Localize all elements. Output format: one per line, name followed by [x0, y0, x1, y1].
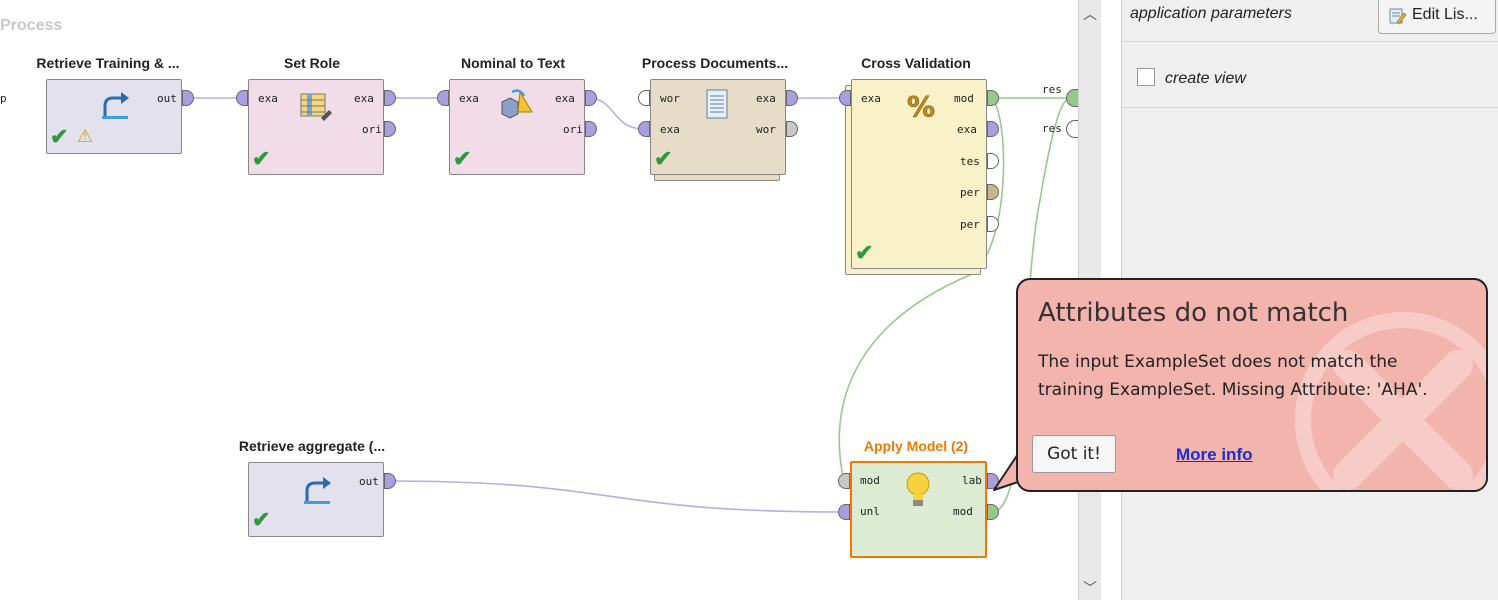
result-port-label: res	[1042, 122, 1062, 135]
nominal-to-text-in-port[interactable]	[437, 90, 449, 106]
lightbulb-icon	[906, 472, 930, 506]
set-role-exa-out-port[interactable]	[384, 90, 396, 106]
param-row-create-view: create view	[1122, 42, 1498, 108]
port-label-exa: exa	[660, 123, 680, 136]
input-port-label: p	[0, 92, 7, 105]
document-icon	[706, 89, 728, 119]
apply-model-operator[interactable]: mod unl lab mod	[850, 461, 987, 558]
apply-model-title: Apply Model (2)	[863, 438, 969, 454]
port-label-exa: exa	[861, 92, 881, 105]
nominal-to-text-ori-out-port[interactable]	[585, 121, 597, 137]
percent-icon: %	[907, 90, 936, 122]
set-role-in-port[interactable]	[236, 90, 248, 106]
port-label-ori: ori	[563, 123, 583, 136]
process-title: Process	[0, 17, 63, 34]
checkmark-icon: ✔	[252, 507, 271, 532]
port-label-mod: mod	[954, 92, 974, 105]
cross-validation-per-out-port[interactable]	[987, 184, 999, 200]
set-role-icon	[300, 93, 332, 121]
edit-list-icon	[1389, 8, 1407, 25]
checkmark-icon: ✔	[654, 146, 673, 171]
port-label-wor: wor	[660, 92, 680, 105]
nominal-to-text-title: Nominal to Text	[461, 55, 565, 71]
error-callout: Attributes do not match The input Exampl…	[1016, 278, 1488, 492]
create-view-label: create view	[1165, 70, 1246, 87]
nominal-to-text-operator[interactable]: exa exa ori ✔	[449, 79, 585, 175]
param-label-application-parameters: application parameters	[1130, 5, 1292, 22]
param-row-application-parameters: application parameters Edit Lis...	[1122, 0, 1498, 42]
process-documents-operator[interactable]: wor exa exa wor ✔	[650, 79, 786, 175]
apply-model-lab-out-port[interactable]	[987, 473, 999, 489]
cross-validation-per-out-port-2[interactable]	[987, 216, 999, 232]
result-port-2[interactable]	[1066, 120, 1078, 138]
port-label-per: per	[960, 186, 980, 199]
scroll-up-icon[interactable]: ︿	[1083, 6, 1097, 22]
retrieve-icon	[304, 477, 331, 504]
retrieve-aggregate-operator[interactable]: out ✔	[248, 462, 384, 537]
nominal-to-text-icon	[501, 89, 533, 119]
port-label-exa-out: exa	[756, 92, 776, 105]
port-label-per-2: per	[960, 218, 980, 231]
error-x-icon	[1295, 312, 1486, 490]
retrieve-aggregate-out-port[interactable]	[384, 473, 396, 489]
more-info-link[interactable]: More info	[1176, 445, 1253, 464]
nominal-to-text-exa-out-port[interactable]	[585, 90, 597, 106]
port-label-exa-out: exa	[555, 92, 575, 105]
checkmark-icon: ✔	[453, 146, 472, 171]
port-label-exa-out: exa	[354, 92, 374, 105]
port-label-exa: exa	[258, 92, 278, 105]
retrieve-training-out-port[interactable]	[182, 90, 194, 106]
callout-title: Attributes do not match	[1038, 298, 1349, 328]
set-role-ori-out-port[interactable]	[384, 121, 396, 137]
retrieve-aggregate-title: Retrieve aggregate (...	[238, 438, 386, 454]
port-label-mod: mod	[860, 474, 880, 487]
cross-validation-mod-out-port[interactable]	[987, 90, 999, 106]
port-label-exa: exa	[459, 92, 479, 105]
warning-icon: ⚠	[77, 126, 94, 146]
apply-model-mod-out-port[interactable]	[987, 504, 999, 520]
port-label-unl: unl	[860, 505, 880, 518]
cross-validation-tes-out-port[interactable]	[987, 153, 999, 169]
checkmark-icon: ✔	[855, 240, 874, 265]
port-label-exa-out: exa	[957, 123, 977, 136]
set-role-title: Set Role	[283, 55, 340, 71]
process-documents-wor-in-port[interactable]	[638, 90, 650, 106]
port-label-out: out	[359, 475, 379, 488]
apply-model-mod-in-port[interactable]	[838, 473, 850, 489]
port-label-ori: ori	[362, 123, 382, 136]
port-label-lab: lab	[962, 474, 982, 487]
port-label-wor-out: wor	[756, 123, 776, 136]
process-documents-exa-in-port[interactable]	[638, 121, 650, 137]
process-documents-wor-out-port[interactable]	[786, 121, 798, 137]
port-label-tes: tes	[960, 155, 980, 168]
apply-model-unl-in-port[interactable]	[838, 504, 850, 520]
port-label-out: out	[157, 92, 177, 105]
checkmark-icon: ✔	[252, 146, 271, 171]
result-port-label: res	[1042, 83, 1062, 96]
scroll-down-icon[interactable]: ﹀	[1083, 580, 1097, 596]
cross-validation-title: Cross Validation	[861, 55, 971, 71]
callout-message: The input ExampleSet does not match the …	[1038, 352, 1428, 400]
retrieve-training-operator[interactable]: out ✔ ⚠	[46, 79, 182, 154]
process-canvas[interactable]: Process Retrieve Training & ... p out ✔ …	[0, 0, 1078, 600]
process-documents-exa-out-port[interactable]	[786, 90, 798, 106]
result-port-1[interactable]	[1066, 89, 1078, 107]
port-label-mod-out: mod	[953, 505, 973, 518]
retrieve-icon	[102, 92, 129, 119]
set-role-operator[interactable]: exa exa ori ✔	[248, 79, 384, 175]
retrieve-training-title: Retrieve Training & ...	[36, 55, 180, 71]
process-documents-title: Process Documents...	[641, 55, 789, 71]
cross-validation-exa-in-port[interactable]	[839, 90, 851, 106]
cross-validation-operator[interactable]: exa mod exa tes per per % ✔	[851, 79, 987, 269]
edit-list-label: Edit Lis...	[1412, 6, 1478, 23]
got-it-button[interactable]: Got it!	[1032, 435, 1116, 473]
create-view-checkbox[interactable]	[1137, 68, 1155, 86]
checkmark-icon: ✔	[50, 124, 69, 149]
cross-validation-exa-out-port[interactable]	[987, 121, 999, 137]
svg-text:%: %	[907, 90, 935, 122]
edit-list-button[interactable]: Edit Lis...	[1378, 0, 1496, 34]
